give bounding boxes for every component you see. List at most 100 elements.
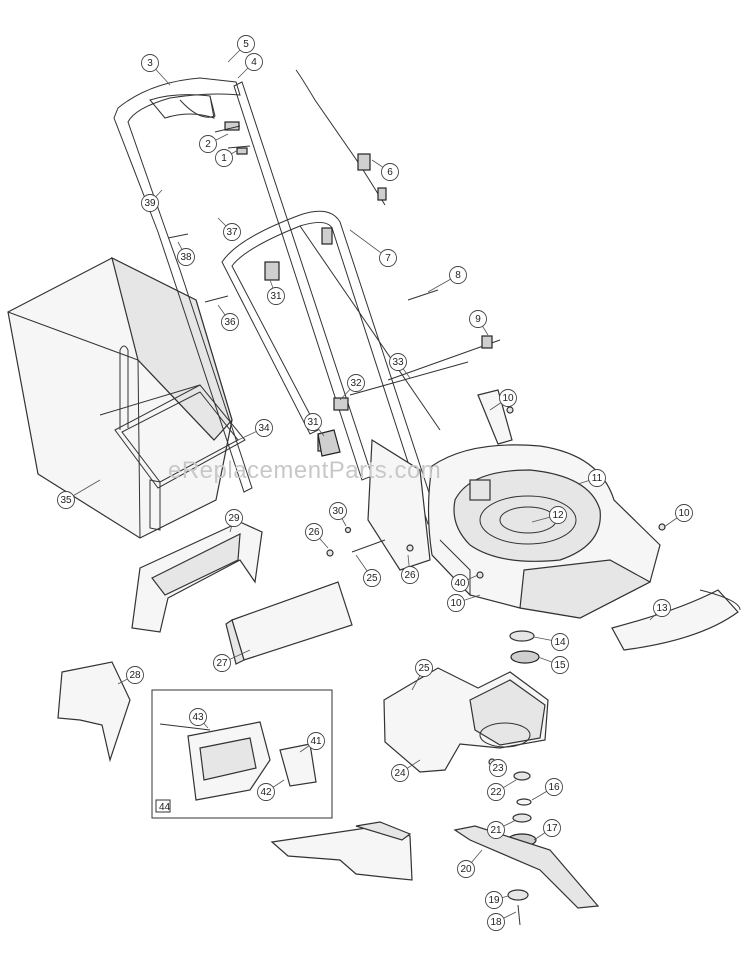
callout-21[interactable]: 21 xyxy=(487,821,505,839)
callout-number: 10 xyxy=(502,393,514,404)
callout-3[interactable]: 3 xyxy=(141,54,159,72)
callout-38[interactable]: 38 xyxy=(177,248,195,266)
callout-number: 16 xyxy=(548,782,560,793)
callout-circle xyxy=(401,566,419,584)
callout-number: 23 xyxy=(492,763,504,774)
callout-26[interactable]: 26 xyxy=(401,566,419,584)
height-adjuster xyxy=(317,389,513,457)
callout-number: 28 xyxy=(129,670,141,681)
callout-number: 25 xyxy=(366,573,378,584)
callout-15[interactable]: 15 xyxy=(551,656,569,674)
callout-number: 30 xyxy=(332,506,344,517)
callout-number: 37 xyxy=(226,227,238,238)
callout-8[interactable]: 8 xyxy=(449,266,467,284)
callout-31[interactable]: 31 xyxy=(304,413,322,431)
callout-18[interactable]: 18 xyxy=(487,913,505,931)
callout-circle xyxy=(469,310,487,328)
callout-31[interactable]: 31 xyxy=(267,287,285,305)
callout-25[interactable]: 25 xyxy=(363,569,381,587)
callout-number: 34 xyxy=(258,423,270,434)
rear-deflector xyxy=(270,821,413,881)
callout-circle xyxy=(141,54,159,72)
callout-circle xyxy=(588,469,606,487)
callout-42[interactable]: 42 xyxy=(257,783,275,801)
callout-19[interactable]: 19 xyxy=(485,891,503,909)
callout-circle xyxy=(223,223,241,241)
callout-number: 32 xyxy=(350,378,362,389)
callout-33[interactable]: 33 xyxy=(389,353,407,371)
callout-34[interactable]: 34 xyxy=(255,419,273,437)
callout-circle xyxy=(307,732,325,750)
callout-10[interactable]: 10 xyxy=(447,594,465,612)
callout-number: 14 xyxy=(554,637,566,648)
callout-number: 15 xyxy=(554,660,566,671)
callout-13[interactable]: 13 xyxy=(653,599,671,617)
callout-circle xyxy=(485,891,503,909)
callout-circle xyxy=(225,509,243,527)
callout-circle xyxy=(267,287,285,305)
callout-17[interactable]: 17 xyxy=(543,819,561,837)
callout-circle xyxy=(245,53,263,71)
callout-number: 40 xyxy=(454,578,466,589)
callout-39[interactable]: 39 xyxy=(141,194,159,212)
callout-14[interactable]: 14 xyxy=(551,633,569,651)
callout-circle xyxy=(551,656,569,674)
callout-22[interactable]: 22 xyxy=(487,783,505,801)
callout-27[interactable]: 27 xyxy=(213,654,231,672)
callout-circle xyxy=(221,313,239,331)
callout-10[interactable]: 10 xyxy=(675,504,693,522)
callout-number: 22 xyxy=(490,787,502,798)
callout-number: 17 xyxy=(546,823,558,834)
callout-circle xyxy=(675,504,693,522)
callout-41[interactable]: 41 xyxy=(307,732,325,750)
callout-number: 31 xyxy=(307,417,319,428)
callout-37[interactable]: 37 xyxy=(223,223,241,241)
callout-5[interactable]: 5 xyxy=(237,35,255,53)
callout-circle xyxy=(347,374,365,392)
callout-12[interactable]: 12 xyxy=(549,506,567,524)
callout-number: 41 xyxy=(310,736,322,747)
callout-36[interactable]: 36 xyxy=(221,313,239,331)
callout-32[interactable]: 32 xyxy=(347,374,365,392)
callout-circle xyxy=(141,194,159,212)
discharge-parts xyxy=(57,521,353,763)
callout-30[interactable]: 30 xyxy=(329,502,347,520)
callout-28[interactable]: 28 xyxy=(126,666,144,684)
callout-number: 42 xyxy=(260,787,272,798)
callout-number: 26 xyxy=(404,570,416,581)
callout-circle xyxy=(499,389,517,407)
callout-25[interactable]: 25 xyxy=(415,659,433,677)
callout-20[interactable]: 20 xyxy=(457,860,475,878)
axle-rod xyxy=(349,335,501,396)
callout-circle xyxy=(487,783,505,801)
callout-circle xyxy=(177,248,195,266)
callout-number: 4 xyxy=(251,57,257,68)
callout-2[interactable]: 2 xyxy=(199,135,217,153)
callout-circle xyxy=(381,163,399,181)
callout-6[interactable]: 6 xyxy=(381,163,399,181)
callout-9[interactable]: 9 xyxy=(469,310,487,328)
callout-29[interactable]: 29 xyxy=(225,509,243,527)
callout-24[interactable]: 24 xyxy=(391,764,409,782)
callout-circle xyxy=(57,491,75,509)
callout-circle xyxy=(237,35,255,53)
callout-10[interactable]: 10 xyxy=(499,389,517,407)
callout-number: 39 xyxy=(144,198,156,209)
callout-35[interactable]: 35 xyxy=(57,491,75,509)
callout-40[interactable]: 40 xyxy=(451,574,469,592)
callout-4[interactable]: 4 xyxy=(245,53,263,71)
callout-circle xyxy=(199,135,217,153)
callout-number: 9 xyxy=(475,314,481,325)
callout-43[interactable]: 43 xyxy=(189,708,207,726)
callout-11[interactable]: 11 xyxy=(588,469,606,487)
callout-7[interactable]: 7 xyxy=(379,249,397,267)
callout-23[interactable]: 23 xyxy=(489,759,507,777)
callout-number: 13 xyxy=(656,603,668,614)
callout-1[interactable]: 1 xyxy=(215,149,233,167)
callout-number: 35 xyxy=(60,495,72,506)
callout-number: 2 xyxy=(205,139,211,150)
callout-number: 36 xyxy=(224,317,236,328)
callout-16[interactable]: 16 xyxy=(545,778,563,796)
callout-26[interactable]: 26 xyxy=(305,523,323,541)
callout-number: 7 xyxy=(385,253,391,264)
